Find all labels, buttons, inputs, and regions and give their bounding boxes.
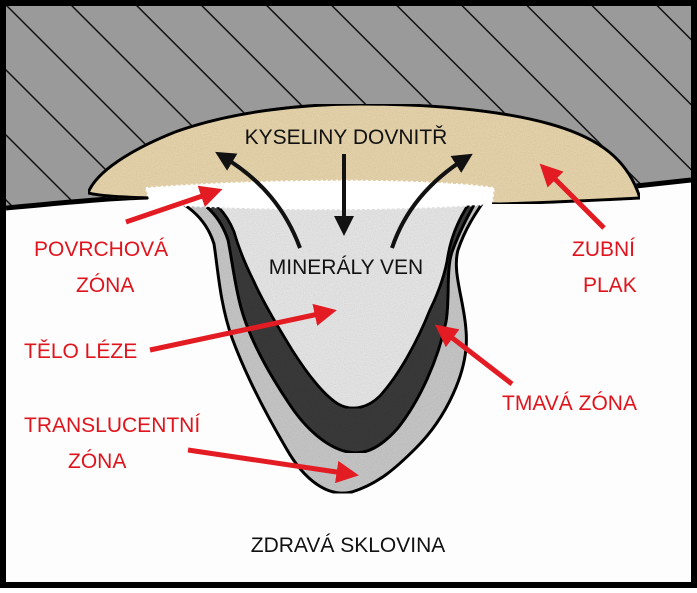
healthy-enamel-label: ZDRAVÁ SKLOVINA [251, 534, 446, 557]
translucent-zone-label-line1: TRANSLUCENTNÍ [24, 414, 200, 437]
acids-in-label: KYSELINY DOVNITŘ [245, 126, 448, 149]
dental-plaque-label-line2: PLAK [583, 274, 637, 297]
dark-zone-label: TMAVÁ ZÓNA [502, 392, 637, 415]
lesion-body-label: TĚLO LÉZE [24, 340, 137, 363]
surface-zone-label-line2: ZÓNA [76, 274, 134, 297]
minerals-out-label: MINERÁLY VEN [269, 256, 423, 279]
surface-zone-label-line1: POVRCHOVÁ [34, 238, 168, 261]
dental-plaque-label-line1: ZUBNÍ [572, 238, 635, 261]
translucent-zone-label-line2: ZÓNA [68, 450, 126, 473]
